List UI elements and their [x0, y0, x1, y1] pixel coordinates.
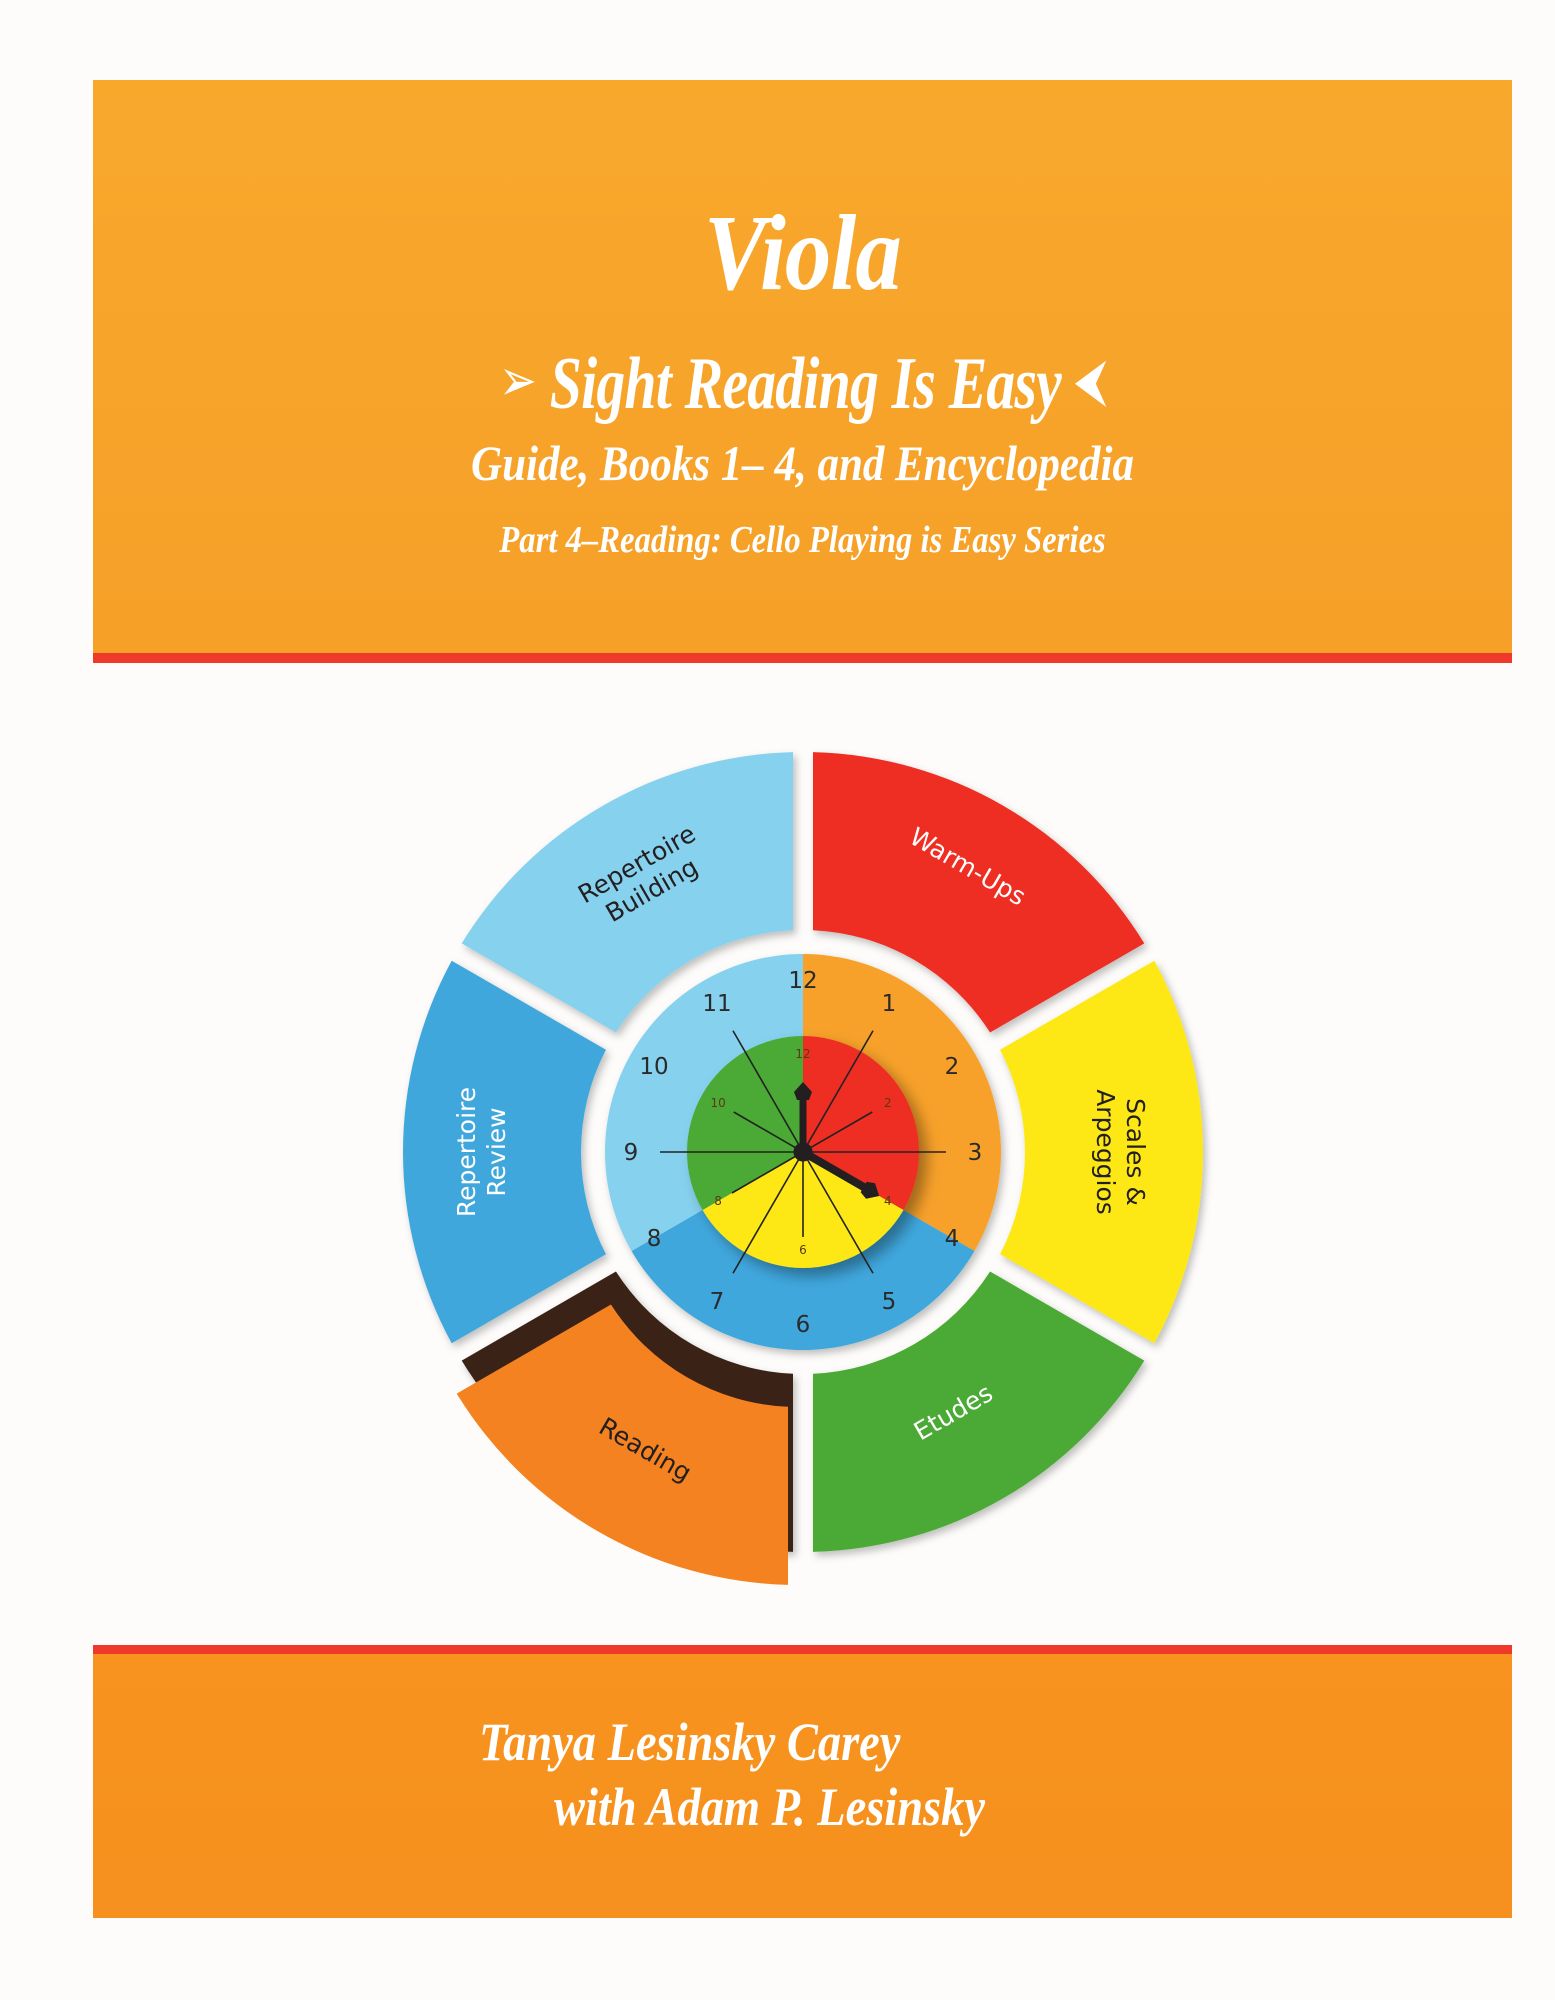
- author-primary: Tanya Lesinsky Carey: [479, 1712, 901, 1772]
- book-subtitle: ➢ Sight Reading Is Easy ⮜: [249, 347, 1356, 421]
- segment-face: [813, 1271, 1145, 1552]
- segment-warm-ups: Warm-Ups: [813, 752, 1145, 1033]
- segment-label: Scales &: [1121, 1098, 1150, 1206]
- contents-line: Guide, Books 1– 4, and Encyclopedia: [471, 435, 1134, 491]
- segment-label: Arpeggios: [1091, 1089, 1120, 1215]
- inner-hour-label: 6: [799, 1243, 807, 1257]
- segment-label: Repertoire: [452, 1087, 481, 1217]
- hour-label: 6: [796, 1312, 811, 1338]
- segment-face: [456, 1304, 788, 1585]
- title-banner: Viola ➢ Sight Reading Is Easy ⮜ Guide, B…: [93, 80, 1512, 653]
- segment-face: [813, 752, 1145, 1033]
- arrow-right-icon: ➢: [498, 348, 537, 413]
- hour-label: 12: [788, 968, 817, 994]
- inner-hour-label: 4: [884, 1194, 892, 1208]
- inner-hour-label: 8: [714, 1194, 722, 1208]
- subtitle-text: Sight Reading Is Easy: [549, 343, 1062, 425]
- clock-hour-lines: [660, 1030, 946, 1274]
- hour-label: 2: [945, 1054, 960, 1080]
- hour-hand-icon: [801, 1148, 880, 1199]
- segment-etudes: Etudes: [813, 1271, 1145, 1552]
- inner-hour-label: 2: [884, 1096, 892, 1110]
- segment-label: Review: [482, 1107, 511, 1196]
- top-red-rule: [93, 653, 1512, 663]
- hour-label: 8: [647, 1226, 662, 1252]
- author-banner: Tanya Lesinsky Carey with Adam P. Lesins…: [93, 1654, 1512, 1918]
- inner-hour-label: 10: [710, 1096, 725, 1110]
- segment-face: [403, 960, 606, 1344]
- series-line: Part 4–Reading: Cello Playing is Easy Se…: [499, 519, 1106, 561]
- minute-hand-icon: [794, 1082, 812, 1152]
- hour-label: 11: [702, 991, 731, 1017]
- hour-label: 1: [882, 991, 897, 1017]
- hour-label: 5: [882, 1289, 897, 1315]
- segment-reading: Reading: [456, 1271, 793, 1585]
- hour-label: 10: [639, 1054, 668, 1080]
- book-title: Viola: [703, 194, 902, 313]
- hour-label: 9: [624, 1140, 639, 1166]
- author-secondary: with Adam P. Lesinsky: [554, 1777, 985, 1837]
- segment-scales-arpeggios: Scales &Arpeggios: [1000, 960, 1203, 1344]
- arrow-left-icon: ⮜: [1074, 348, 1107, 413]
- clock-pivot: [793, 1142, 813, 1162]
- segment-face: [1000, 960, 1203, 1344]
- segment-face: [461, 752, 793, 1033]
- hour-label: 3: [968, 1140, 983, 1166]
- bottom-red-rule: [93, 1645, 1512, 1654]
- clock-hands: [793, 1082, 880, 1199]
- hour-label: 7: [710, 1289, 725, 1315]
- hour-label: 4: [945, 1226, 960, 1252]
- inner-hour-label: 12: [795, 1047, 810, 1061]
